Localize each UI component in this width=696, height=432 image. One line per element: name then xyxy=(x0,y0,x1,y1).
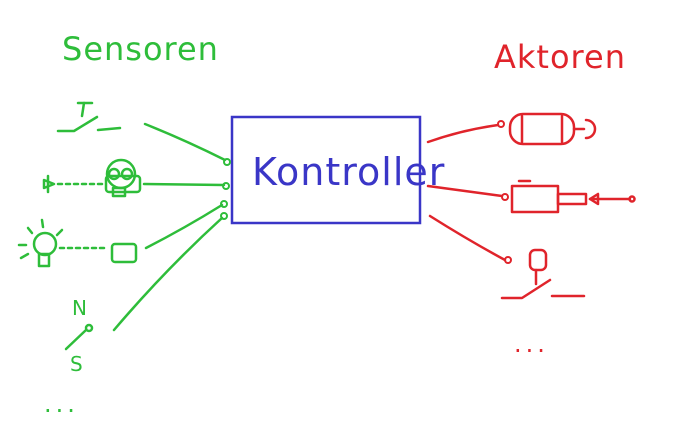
light-sensor-icon xyxy=(17,218,138,268)
sensors-title: Sensoren xyxy=(62,30,219,68)
magnet-north-label: N xyxy=(72,296,87,320)
cylinder-actuator-icon xyxy=(510,179,636,214)
controller-input-3 xyxy=(220,200,228,208)
relay-terminal xyxy=(504,256,512,264)
cylinder-terminal xyxy=(501,193,509,201)
motor-terminal xyxy=(497,120,505,128)
actuator-wire-3 xyxy=(428,214,507,262)
sensor-wire-4 xyxy=(112,216,224,332)
actuators-more-ellipsis: ... xyxy=(514,330,549,358)
actuator-wire-2 xyxy=(426,184,504,198)
switch-sensor-icon xyxy=(56,101,122,133)
controller-input-2 xyxy=(222,182,230,190)
controller-input-4 xyxy=(220,212,228,220)
controller-box xyxy=(230,115,422,225)
magnet-south-label: S xyxy=(70,352,83,376)
sensor-wire-2 xyxy=(142,182,226,187)
relay-actuator-icon xyxy=(500,248,586,300)
sensors-more-ellipsis: ... xyxy=(44,390,79,418)
camera-sensor-icon xyxy=(42,158,142,198)
magnet-sensor-icon xyxy=(64,323,94,351)
actuators-title: Aktoren xyxy=(494,38,626,76)
controller-input-1 xyxy=(223,158,231,166)
sensor-wire-1 xyxy=(143,122,227,162)
actuator-wire-1 xyxy=(426,123,500,144)
motor-actuator-icon xyxy=(508,112,597,146)
controller-label: Kontroller xyxy=(252,150,446,194)
sensor-wire-3 xyxy=(144,203,224,250)
